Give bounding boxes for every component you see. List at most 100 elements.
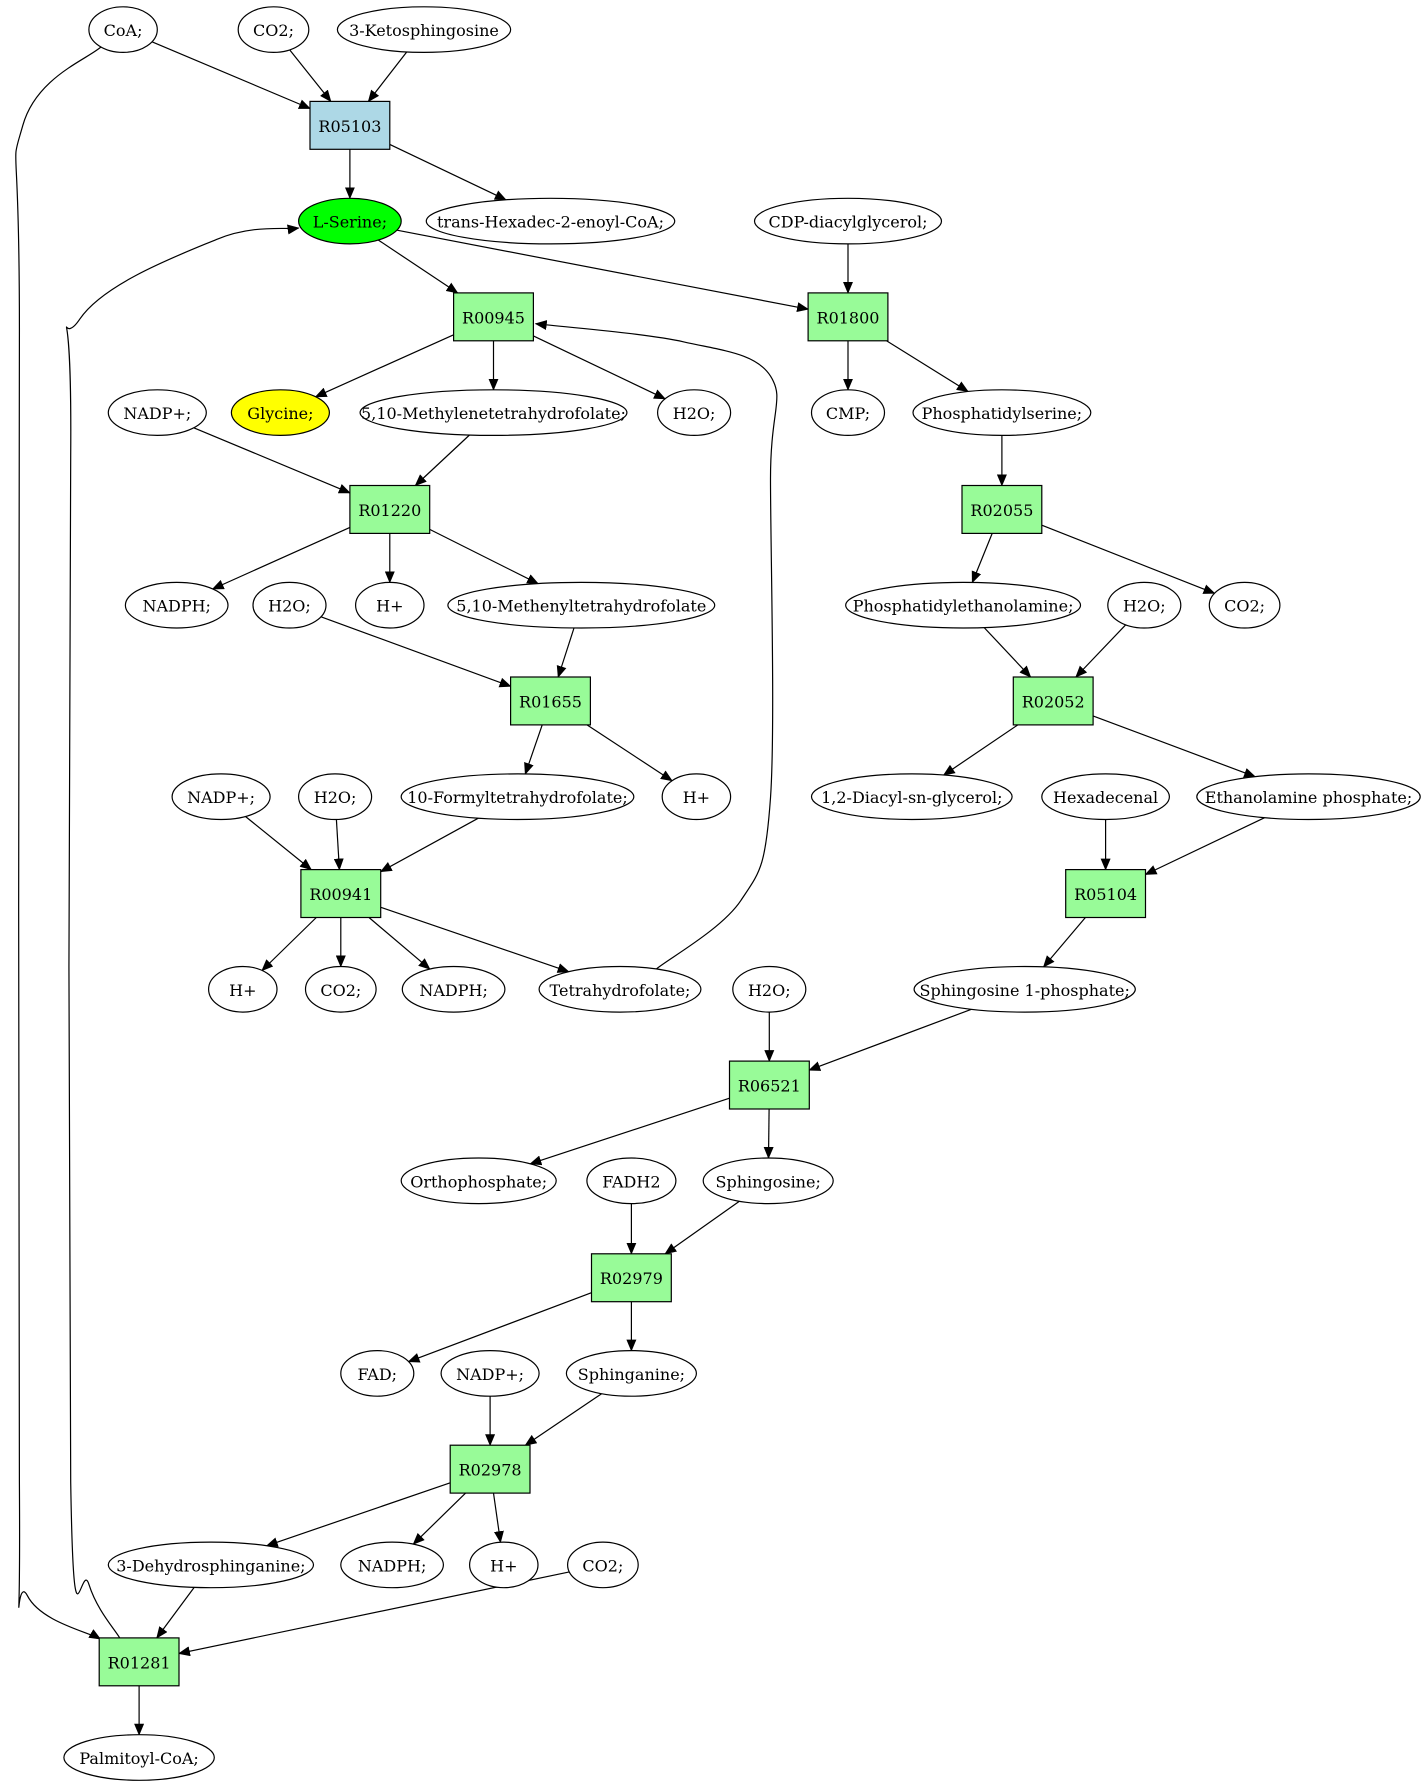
compound-node-co2-2[interactable]: CO2; bbox=[1208, 581, 1281, 629]
reaction-node-r05103[interactable]: R05103 bbox=[309, 100, 391, 150]
edge-methenyl-to-R01655 bbox=[556, 627, 575, 678]
node-label: H+ bbox=[683, 788, 710, 807]
compound-node-fadh2[interactable]: FADH2 bbox=[586, 1157, 677, 1205]
edge-R02052-to-ethp bbox=[1092, 715, 1257, 778]
compound-node-hexadecenal[interactable]: Hexadecenal bbox=[1041, 773, 1170, 821]
compound-ellipse bbox=[304, 965, 377, 1013]
compound-ellipse bbox=[107, 389, 207, 437]
reaction-node-r06521[interactable]: R06521 bbox=[728, 1060, 810, 1110]
reaction-node-r00945[interactable]: R00945 bbox=[453, 292, 535, 342]
compound-node-co2-1[interactable]: CO2; bbox=[237, 6, 310, 53]
compound-node-ketosph[interactable]: 3-Ketosphingosine bbox=[336, 6, 512, 53]
node-label: trans-Hexadec-2-enoyl-CoA; bbox=[437, 213, 664, 232]
reaction-node-r00941[interactable]: R00941 bbox=[300, 868, 382, 919]
reaction-box bbox=[1012, 676, 1094, 726]
compound-node-hplus-3[interactable]: H+ bbox=[208, 965, 278, 1013]
compound-node-hplus-4[interactable]: H+ bbox=[468, 1541, 539, 1589]
edge-R00945-to-glycine bbox=[314, 334, 454, 398]
compound-ellipse bbox=[171, 773, 271, 821]
reaction-node-r02052[interactable]: R02052 bbox=[1012, 676, 1094, 726]
compound-ellipse bbox=[208, 965, 278, 1013]
compound-node-pe[interactable]: Phosphatidylethanolamine; bbox=[845, 581, 1082, 629]
edge-R02052-to-diacyl bbox=[942, 724, 1019, 776]
compound-ellipse bbox=[298, 773, 373, 821]
compound-node-cmp[interactable]: CMP; bbox=[810, 389, 886, 437]
reaction-node-r01281[interactable]: R01281 bbox=[98, 1637, 180, 1687]
compound-node-coa-1[interactable]: CoA; bbox=[88, 6, 158, 53]
compound-ellipse bbox=[340, 1541, 445, 1589]
edge-R00941-to-thf bbox=[380, 906, 570, 973]
compound-node-hplus-1[interactable]: H+ bbox=[354, 581, 425, 629]
compound-ellipse bbox=[354, 581, 425, 629]
compound-node-nadph-1[interactable]: NADPH; bbox=[124, 581, 229, 629]
node-label: R01281 bbox=[108, 1653, 171, 1672]
edge-R02978-to-dehydro bbox=[265, 1482, 451, 1547]
node-label: CDP-diacylglycerol; bbox=[769, 213, 928, 232]
node-label: R01800 bbox=[817, 308, 880, 327]
node-label: 5,10-Methenyltetrahydrofolate bbox=[456, 597, 706, 616]
edge-sphinganine-to-R02978 bbox=[524, 1393, 602, 1446]
compound-node-nadph-2[interactable]: NADPH; bbox=[401, 965, 506, 1013]
compound-node-h2o-5[interactable]: H2O; bbox=[732, 965, 807, 1013]
compound-node-nadp-1[interactable]: NADP+; bbox=[107, 389, 207, 437]
compound-node-lserine[interactable]: L-Serine; bbox=[298, 197, 402, 245]
edge-pe-to-R02052 bbox=[983, 627, 1032, 678]
node-label: CoA; bbox=[104, 21, 143, 40]
compound-node-h2o-1[interactable]: H2O; bbox=[656, 389, 732, 437]
edge-ethp-to-R05104 bbox=[1144, 817, 1265, 876]
compound-node-h2o-4[interactable]: H2O; bbox=[298, 773, 373, 821]
edge-R06521-to-ortho bbox=[529, 1097, 730, 1166]
node-label: Hexadecenal bbox=[1053, 788, 1158, 807]
compound-node-fad[interactable]: FAD; bbox=[340, 1349, 415, 1397]
reaction-node-r02979[interactable]: R02979 bbox=[590, 1253, 672, 1303]
edge-R00941-to-hplus_3 bbox=[261, 917, 317, 972]
compound-node-nadp-2[interactable]: NADP+; bbox=[171, 773, 271, 821]
node-label: R02978 bbox=[459, 1461, 522, 1480]
compound-node-cdpdag[interactable]: CDP-diacylglycerol; bbox=[753, 197, 943, 245]
node-label: NADPH; bbox=[419, 981, 488, 1000]
reaction-node-r02055[interactable]: R02055 bbox=[961, 484, 1043, 535]
reaction-box bbox=[453, 292, 535, 342]
compound-node-nadp-3[interactable]: NADP+; bbox=[440, 1349, 540, 1397]
reaction-node-r01655[interactable]: R01655 bbox=[510, 676, 592, 726]
reaction-node-r02978[interactable]: R02978 bbox=[449, 1444, 531, 1494]
compound-node-transhex[interactable]: trans-Hexadec-2-enoyl-CoA; bbox=[425, 197, 676, 245]
compound-node-h2o-3[interactable]: H2O; bbox=[1107, 581, 1182, 629]
compound-node-palmitoyl[interactable]: Palmitoyl-CoA; bbox=[63, 1734, 215, 1781]
reaction-node-r01220[interactable]: R01220 bbox=[349, 484, 431, 535]
node-label: NADPH; bbox=[358, 1556, 427, 1575]
compound-node-co2-3[interactable]: CO2; bbox=[304, 965, 377, 1013]
node-label: CO2; bbox=[1224, 597, 1265, 616]
reaction-box bbox=[961, 484, 1043, 535]
node-label: R05104 bbox=[1074, 885, 1137, 904]
compound-node-co2-4[interactable]: CO2; bbox=[567, 1541, 639, 1589]
reaction-box bbox=[300, 868, 382, 919]
compound-node-diacyl[interactable]: 1,2-Diacyl-sn-glycerol; bbox=[810, 773, 1013, 821]
compound-node-s1p[interactable]: Sphingosine 1-phosphate; bbox=[913, 965, 1136, 1013]
compound-node-ethp[interactable]: Ethanolamine phosphate; bbox=[1196, 773, 1421, 821]
compound-node-methylene[interactable]: 5,10-Methylenetetrahydrofolate; bbox=[359, 389, 628, 437]
node-label: NADP+; bbox=[187, 788, 255, 807]
compound-node-sphingosine[interactable]: Sphingosine; bbox=[702, 1157, 834, 1205]
compound-ellipse bbox=[810, 389, 886, 437]
compound-node-ortho[interactable]: Orthophosphate; bbox=[400, 1157, 557, 1205]
compound-node-h2o-2[interactable]: H2O; bbox=[252, 581, 327, 629]
reaction-node-r01800[interactable]: R01800 bbox=[807, 292, 889, 342]
reaction-box bbox=[807, 292, 889, 342]
compound-node-nadph-3[interactable]: NADPH; bbox=[340, 1541, 445, 1589]
reaction-node-r05104[interactable]: R05104 bbox=[1065, 868, 1147, 919]
compound-node-sphinganine[interactable]: Sphinganine; bbox=[565, 1349, 698, 1397]
reaction-box bbox=[98, 1637, 180, 1687]
compound-node-thf[interactable]: Tetrahydrofolate; bbox=[538, 965, 702, 1013]
node-label: CO2; bbox=[320, 981, 361, 1000]
edge-formyl-to-R00941 bbox=[379, 817, 479, 873]
node-label: NADPH; bbox=[142, 597, 211, 616]
edge-R01800-to-pser bbox=[886, 340, 969, 393]
compound-node-glycine[interactable]: Glycine; bbox=[230, 389, 330, 437]
compound-node-pser[interactable]: Phosphatidylserine; bbox=[912, 389, 1092, 437]
compound-node-methenyl[interactable]: 5,10-Methenyltetrahydrofolate bbox=[447, 581, 716, 629]
node-label: R02055 bbox=[970, 501, 1033, 520]
compound-node-formyl[interactable]: 10-Formyltetrahydrofolate; bbox=[400, 773, 635, 821]
compound-node-dehydro[interactable]: 3-Dehydrosphinganine; bbox=[107, 1541, 315, 1589]
compound-node-hplus-2[interactable]: H+ bbox=[661, 773, 732, 821]
